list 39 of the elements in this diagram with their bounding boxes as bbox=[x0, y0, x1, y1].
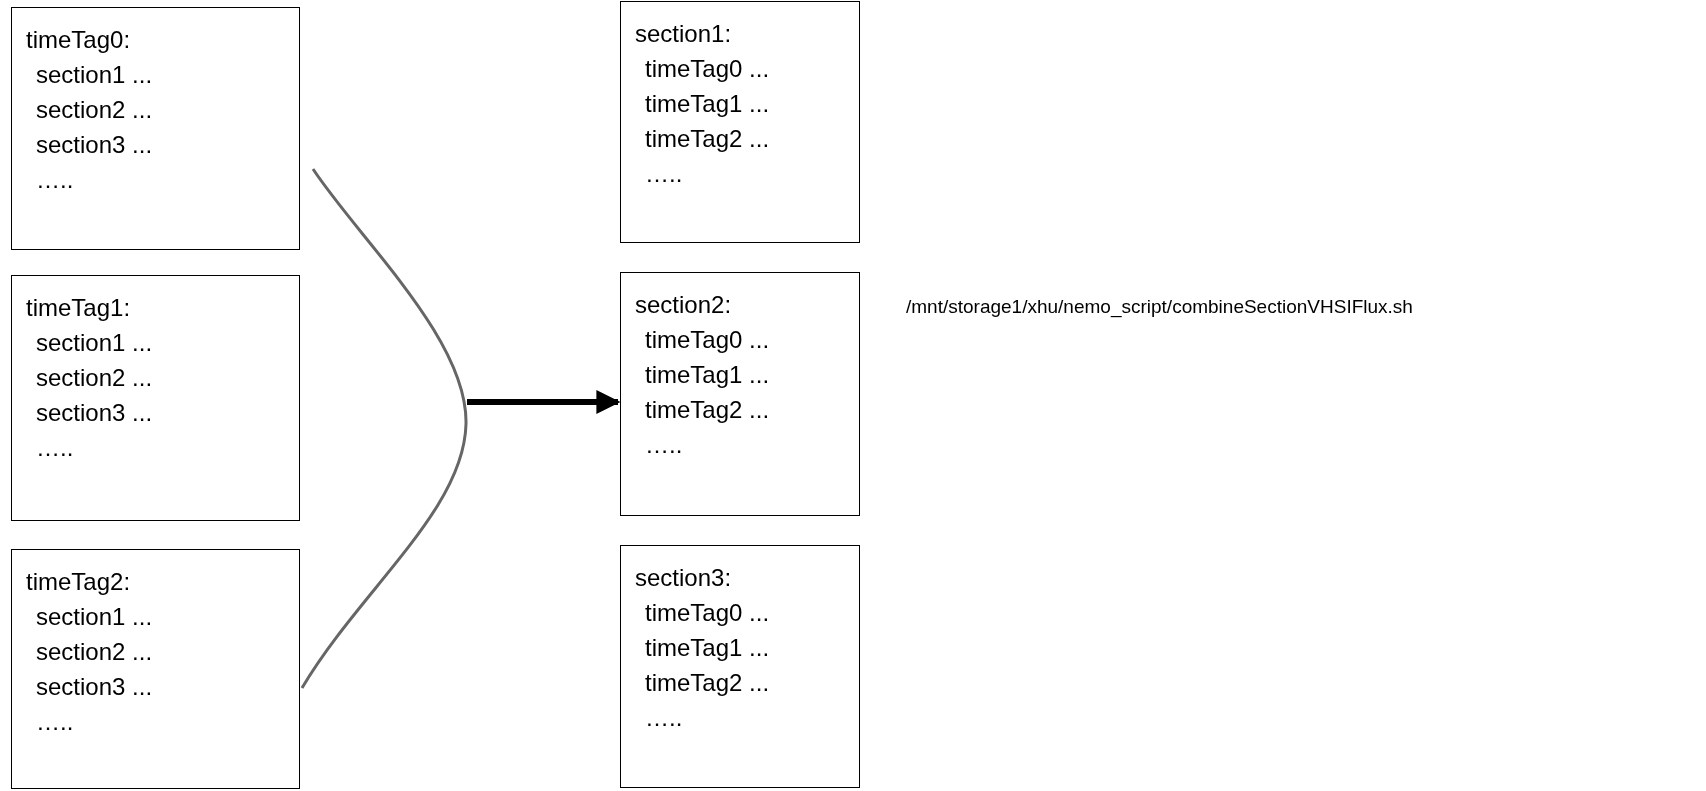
list-item: section3 ... bbox=[36, 398, 153, 428]
list-item: section1 ... bbox=[36, 328, 153, 358]
list-item: ….. bbox=[36, 165, 74, 195]
list-item: ….. bbox=[645, 430, 683, 460]
list-box bbox=[11, 275, 300, 521]
list-item: timeTag0 ... bbox=[645, 325, 770, 355]
heading-text: section2: bbox=[635, 290, 732, 320]
list-item: section1 ... bbox=[36, 60, 153, 90]
file-path-text: /mnt/storage1/xhu/nemo_script/combineSectionVHSIFlux.sh bbox=[906, 296, 1413, 318]
list-item: ….. bbox=[645, 703, 683, 733]
list-item: section2 ... bbox=[36, 363, 153, 393]
list-item: timeTag1 ... bbox=[645, 633, 770, 663]
list-box bbox=[620, 1, 860, 243]
list-item: section2 ... bbox=[36, 637, 153, 667]
list-item: timeTag0 ... bbox=[645, 598, 770, 628]
heading-text: timeTag0: bbox=[26, 25, 131, 55]
list-item: timeTag2 ... bbox=[645, 395, 770, 425]
list-item: timeTag2 ... bbox=[645, 124, 770, 154]
list-box bbox=[11, 549, 300, 789]
heading-text: timeTag1: bbox=[26, 293, 131, 323]
list-item: section2 ... bbox=[36, 95, 153, 125]
list-item: section1 ... bbox=[36, 602, 153, 632]
list-item: ….. bbox=[36, 433, 74, 463]
arrow bbox=[467, 390, 621, 414]
list-item: timeTag2 ... bbox=[645, 668, 770, 698]
list-box bbox=[620, 545, 860, 788]
list-box bbox=[11, 7, 300, 250]
list-item: ….. bbox=[36, 707, 74, 737]
list-item: timeTag1 ... bbox=[645, 89, 770, 119]
list-item: timeTag0 ... bbox=[645, 54, 770, 84]
list-item: section3 ... bbox=[36, 130, 153, 160]
list-item: timeTag1 ... bbox=[645, 360, 770, 390]
heading-text: section1: bbox=[635, 19, 732, 49]
list-item: ….. bbox=[645, 159, 683, 189]
list-item: section3 ... bbox=[36, 672, 153, 702]
curly-bracket bbox=[300, 168, 468, 689]
heading-text: section3: bbox=[635, 563, 732, 593]
heading-text: timeTag2: bbox=[26, 567, 131, 597]
list-box bbox=[620, 272, 860, 516]
